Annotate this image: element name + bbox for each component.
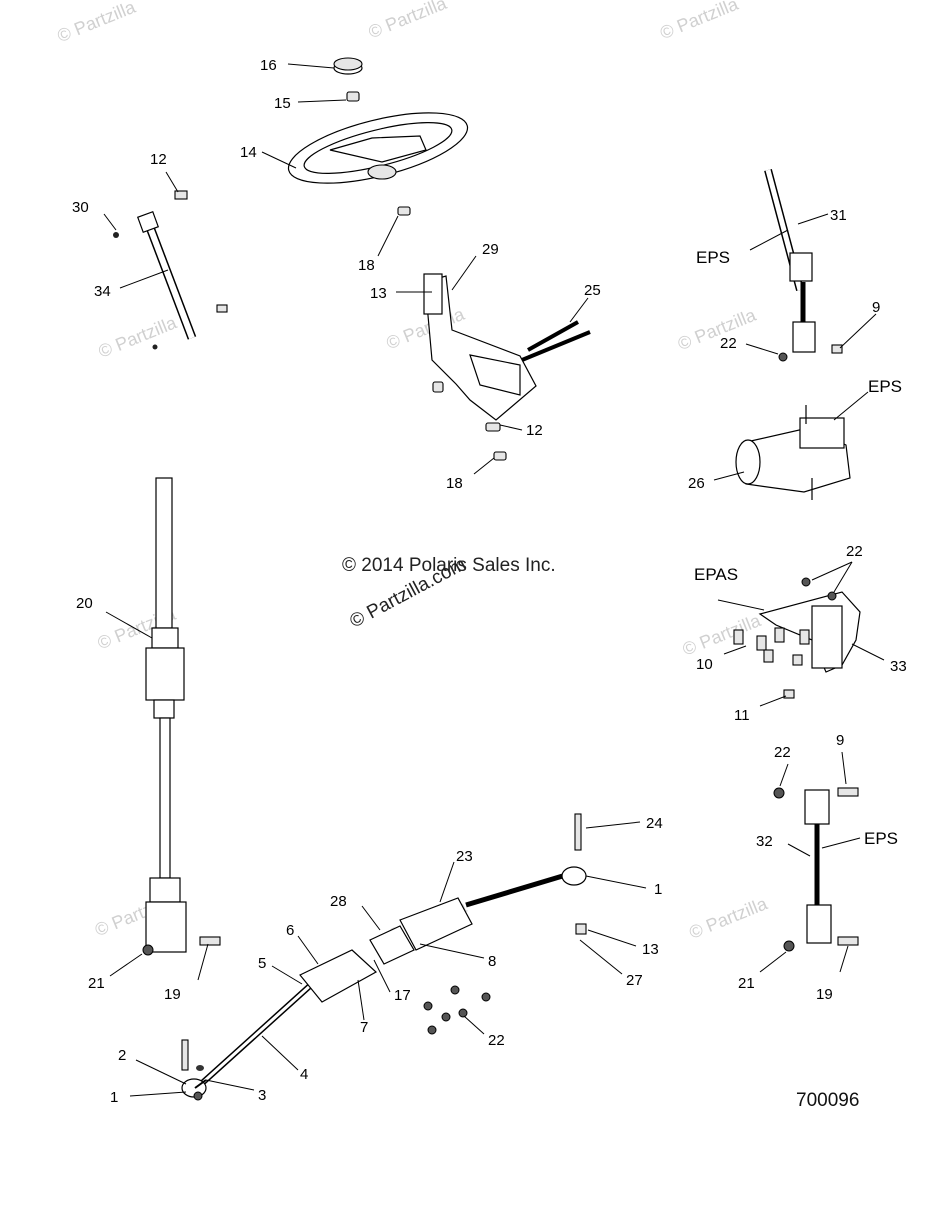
callout-11: 11 xyxy=(734,707,750,724)
diagram-part-number: 700096 xyxy=(796,1090,859,1111)
callout-5: 5 xyxy=(258,955,266,972)
copyright-notice: © 2014 Polaris Sales Inc. xyxy=(342,555,556,576)
callout-30: 30 xyxy=(72,199,89,216)
callout-10: 10 xyxy=(696,656,713,673)
callout-32: 32 xyxy=(756,833,773,850)
callout-28: 28 xyxy=(330,893,347,910)
eps-upper-shaft xyxy=(764,168,843,362)
callout-25: 25 xyxy=(584,282,601,299)
callout-26: 26 xyxy=(688,475,705,492)
callout-6: 6 xyxy=(286,922,294,939)
callout-23: 23 xyxy=(456,848,473,865)
watermark: © Partzilla xyxy=(366,0,451,42)
callout-33: 33 xyxy=(890,658,907,675)
variant-tags: EPS EPS EPAS EPS xyxy=(694,248,902,848)
eps-tag: EPS xyxy=(868,377,902,396)
callout-22: 22 xyxy=(720,335,737,352)
callout-22: 22 xyxy=(774,744,791,761)
watermark: © Partzilla xyxy=(675,304,760,354)
watermark: © Partzilla xyxy=(680,610,765,660)
callout-2: 2 xyxy=(118,1047,126,1064)
steering-rack xyxy=(181,813,587,1101)
eps-tag: EPS xyxy=(696,248,730,267)
callout-19: 19 xyxy=(816,986,833,1003)
callout-3: 3 xyxy=(258,1087,266,1104)
steering-bracket xyxy=(397,206,591,461)
watermark: © Partzilla xyxy=(686,893,771,943)
callout-14: 14 xyxy=(240,144,257,161)
callout-12: 12 xyxy=(150,151,167,168)
callout-18: 18 xyxy=(446,475,463,492)
epas-tag: EPAS xyxy=(694,565,738,584)
callouts: 16 15 14 12 30 34 18 29 25 13 12 18 31 9… xyxy=(72,57,907,1106)
callout-1: 1 xyxy=(110,1089,118,1106)
watermark: © Partzilla xyxy=(657,0,742,43)
callout-12: 12 xyxy=(526,422,543,439)
steering-shaft xyxy=(142,477,221,956)
callout-8: 8 xyxy=(488,953,496,970)
callout-9: 9 xyxy=(836,732,844,749)
callout-27: 27 xyxy=(626,972,643,989)
callout-20: 20 xyxy=(76,595,93,612)
callout-31: 31 xyxy=(830,207,847,224)
callout-16: 16 xyxy=(260,57,277,74)
leader-lines xyxy=(103,63,885,1097)
callout-22: 22 xyxy=(846,543,863,560)
callout-17: 17 xyxy=(394,987,411,1004)
callout-21: 21 xyxy=(738,975,755,992)
callout-29: 29 xyxy=(482,241,499,258)
callout-15: 15 xyxy=(274,95,291,112)
callout-22: 22 xyxy=(488,1032,505,1049)
callout-19: 19 xyxy=(164,986,181,1003)
callout-21: 21 xyxy=(88,975,105,992)
eps-unit xyxy=(735,405,851,500)
callout-34: 34 xyxy=(94,283,111,300)
eps-tag: EPS xyxy=(864,829,898,848)
tilt-actuator xyxy=(113,190,228,350)
callout-24: 24 xyxy=(646,815,663,832)
watermark: © Partzilla xyxy=(96,312,181,362)
callout-9: 9 xyxy=(872,299,880,316)
callout-4: 4 xyxy=(300,1066,308,1083)
callout-13: 13 xyxy=(642,941,659,958)
eps-lower-shaft xyxy=(773,787,859,952)
steering-wheel xyxy=(287,57,469,184)
callout-13: 13 xyxy=(370,285,387,302)
watermark: © Partzilla xyxy=(54,0,139,46)
callout-1: 1 xyxy=(654,881,662,898)
epas-bracket xyxy=(733,577,861,699)
callout-18: 18 xyxy=(358,257,375,274)
callout-7: 7 xyxy=(360,1019,368,1036)
